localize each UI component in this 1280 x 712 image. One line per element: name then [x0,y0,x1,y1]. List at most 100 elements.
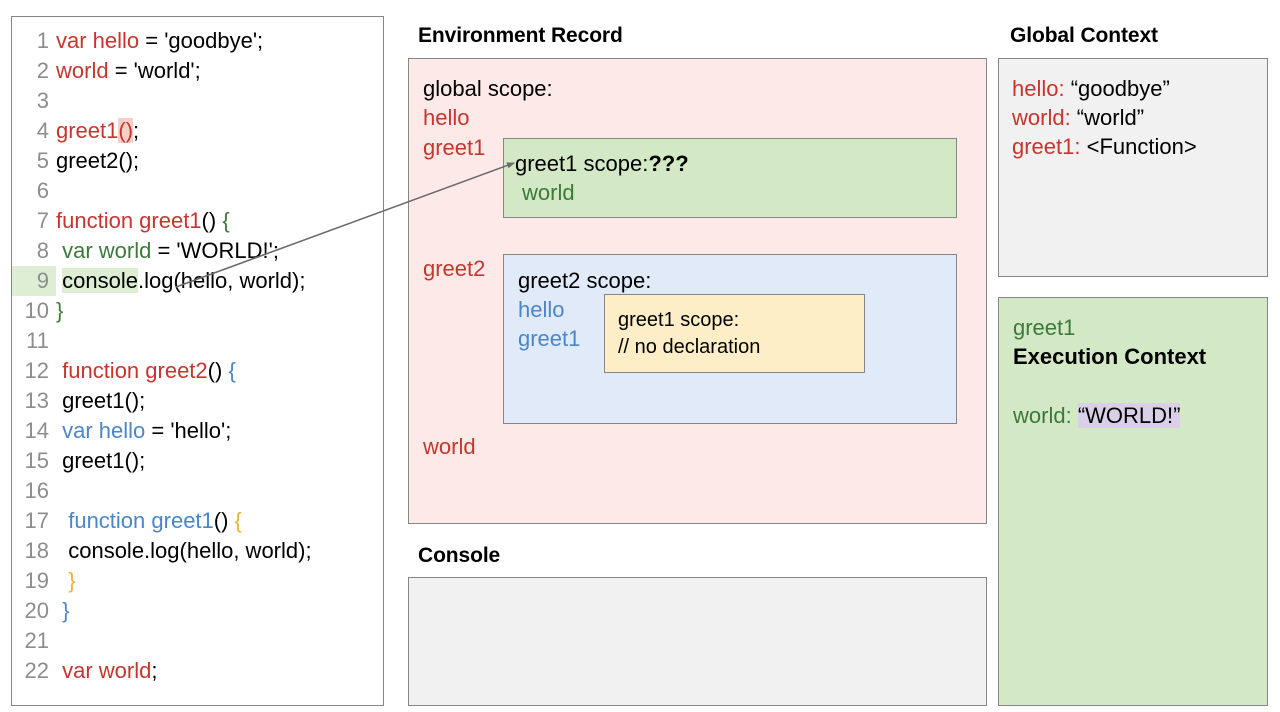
global-context-panel: hello: “goodbye” world: “world” greet1: … [998,58,1268,277]
execution-context-heading: Execution Context [1013,344,1207,369]
line-number: 10 [24,298,49,323]
line-number: 8 [36,238,49,263]
line-number: 15 [24,448,49,473]
line-number: 22 [24,658,49,683]
code-token: var world [56,658,152,683]
greet1-scope-heading-label: greet1 scope: [515,151,649,176]
code-token: greet1(); [56,388,146,413]
code-line[interactable]: 22 var world; [12,656,383,686]
code-token: { [234,508,242,533]
code-token: () [207,358,229,383]
line-number: 18 [24,538,49,563]
global-context-entry: greet1: <Function> [1012,133,1197,161]
greet1-scope-heading: greet1 scope:??? [515,150,689,178]
line-number: 13 [24,388,49,413]
global-context-entry-value: “goodbye” [1064,76,1170,101]
greet1-scope-unknown-marker: ??? [648,151,689,176]
code-token: ; [151,658,158,683]
line-number: 16 [24,478,49,503]
code-token: function greet1 [56,508,214,533]
code-token: } [56,298,64,323]
global-context-entry-value: “world” [1070,105,1145,130]
code-token: greet2(); [56,148,140,173]
line-number: 5 [36,148,49,173]
global-context-entry: world: “world” [1012,104,1144,132]
code-token: = 'goodbye'; [139,28,264,53]
code-line[interactable]: 21 [12,626,383,656]
greet2-scope-binding-greet1: greet1 [518,326,581,351]
code-line[interactable]: 12 function greet2() { [12,356,383,386]
code-line[interactable]: 15 greet1(); [12,446,383,476]
line-number: 12 [24,358,49,383]
environment-record-title: Environment Record [418,24,623,47]
code-line[interactable]: 10} [12,296,383,326]
global-context-entry-key: world: [1012,105,1071,130]
line-number: 20 [24,598,49,623]
code-line[interactable]: 19 } [12,566,383,596]
execution-context-variable-key: world: [1013,403,1072,428]
code-line[interactable]: 16 [12,476,383,506]
code-line[interactable]: 3 [12,86,383,116]
global-context-entry-value: <Function> [1080,134,1197,159]
code-token: .log(hello, world); [137,268,306,293]
code-token: = 'hello'; [145,418,232,443]
code-token: var hello [56,28,140,53]
code-token: () [201,208,223,233]
code-line[interactable]: 14 var hello = 'hello'; [12,416,383,446]
code-token: var world [56,238,152,263]
line-number: 21 [24,628,49,653]
code-token: () [213,508,235,533]
code-line[interactable]: 13 greet1(); [12,386,383,416]
global-scope-heading: global scope: [423,76,553,101]
greet2-scope-heading: greet2 scope: [518,268,652,293]
global-binding-greet2: greet2 [423,256,486,281]
code-line[interactable]: 8 var world = 'WORLD!'; [12,236,383,266]
execution-context-function-name: greet1 [1013,315,1076,340]
greet1-scope-binding-world: world [522,180,575,205]
line-number: 3 [36,88,49,113]
execution-context-variable-value: “WORLD!” [1077,403,1181,428]
code-token: } [56,598,70,623]
global-context-title: Global Context [1010,24,1158,47]
code-line[interactable]: 2 world = 'world'; [12,56,383,86]
line-number: 6 [36,178,49,203]
greet1-inner-scope-heading: greet1 scope: [618,309,740,331]
line-number: 2 [36,58,49,83]
greet1-scope-box: greet1 scope:??? world [503,138,957,218]
code-token: greet1 [56,118,119,143]
code-token: greet1(); [56,448,146,473]
greet1-inner-scope-box: greet1 scope: // no declaration [604,294,865,373]
code-token: function greet1 [56,208,202,233]
line-number: 11 [26,328,49,353]
code-line[interactable]: 11 [12,326,383,356]
code-line[interactable]: 20 } [12,596,383,626]
global-context-entry-key: hello: [1012,76,1065,101]
code-token: world [56,58,109,83]
line-number: 4 [36,118,49,143]
environment-record-panel: global scope: hello greet1 greet2 world … [408,58,987,524]
code-line[interactable]: 6 [12,176,383,206]
code-line[interactable]: 5 greet2(); [12,146,383,176]
code-line[interactable]: 17 function greet1() { [12,506,383,536]
code-token: = 'WORLD!'; [151,238,279,263]
global-binding-hello: hello [423,105,470,130]
execution-context-variable: world: “WORLD!” [1013,402,1181,430]
code-token: () [118,118,134,143]
global-context-entry: hello: “goodbye” [1012,75,1170,103]
code-token: = 'world'; [108,58,201,83]
console-title: Console [418,544,501,567]
code-line[interactable]: 18 console.log(hello, world); [12,536,383,566]
code-line[interactable]: 9 console.log(hello, world); [12,266,383,296]
global-context-entry-key: greet1: [1012,134,1081,159]
code-token: console.log(hello, world); [56,538,312,563]
console-output-panel[interactable] [408,577,987,706]
code-token: var hello [56,418,146,443]
greet2-scope-box: greet2 scope: hello greet1 greet1 scope:… [503,254,957,424]
execution-context-panel: greet1 Execution Context world: “WORLD!” [998,297,1268,706]
code-token: } [56,568,76,593]
line-number: 9 [12,266,56,296]
